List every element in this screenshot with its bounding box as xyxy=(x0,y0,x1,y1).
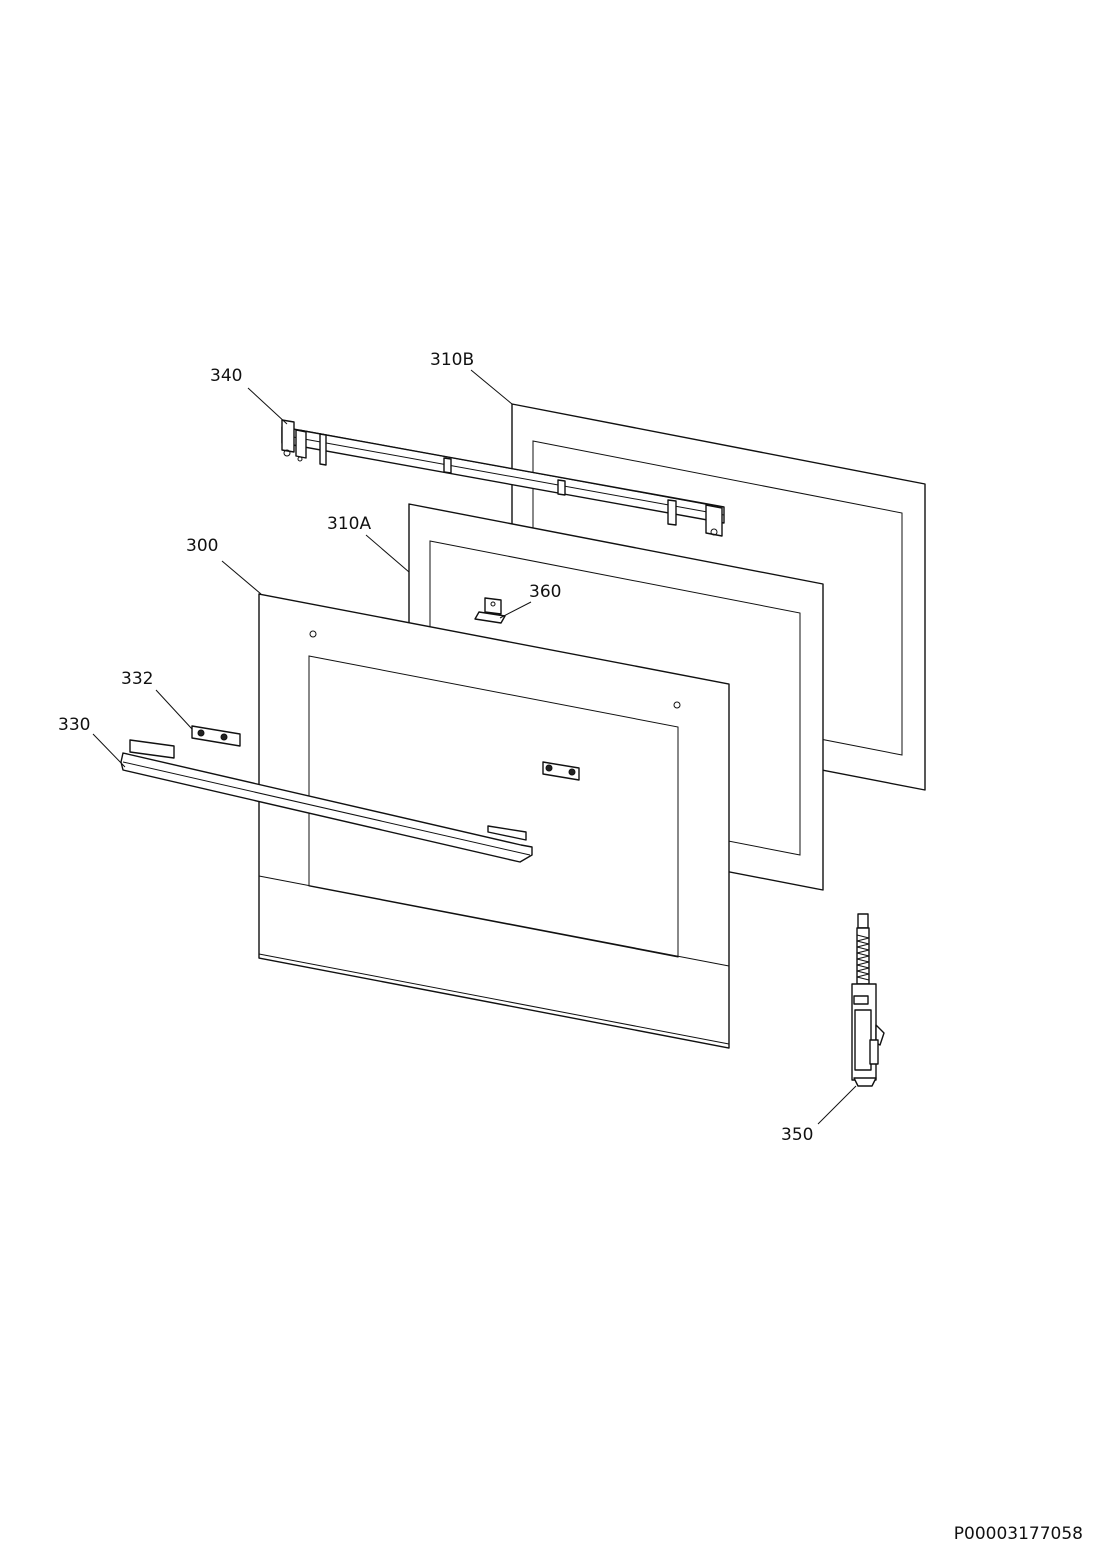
callout-340: 340 xyxy=(210,366,242,386)
part-300-outer-door xyxy=(258,593,730,1049)
callout-350: 350 xyxy=(781,1125,813,1145)
callout-300: 300 xyxy=(186,536,218,556)
leader-340 xyxy=(247,387,288,425)
leader-360 xyxy=(499,601,532,619)
callout-360: 360 xyxy=(529,582,561,602)
leader-lines xyxy=(92,369,857,1125)
handle-spacer-on-door xyxy=(542,761,580,781)
leader-332 xyxy=(155,689,193,730)
callout-330: 330 xyxy=(58,715,90,735)
part-350-hinge xyxy=(851,913,885,1087)
document-code: P00003177058 xyxy=(953,1524,1083,1544)
leader-310b xyxy=(470,369,513,405)
leader-330 xyxy=(92,733,126,768)
leader-300 xyxy=(221,560,262,595)
part-360-glass-clip xyxy=(474,597,506,624)
part-332-spacer xyxy=(191,725,241,747)
leader-350 xyxy=(817,1085,857,1125)
leader-310a xyxy=(365,534,410,573)
callout-310b: 310B xyxy=(430,350,474,370)
part-340-top-profile xyxy=(281,419,725,537)
part-330-handle xyxy=(120,739,533,863)
callout-332: 332 xyxy=(121,669,153,689)
callout-310a: 310A xyxy=(327,514,371,534)
